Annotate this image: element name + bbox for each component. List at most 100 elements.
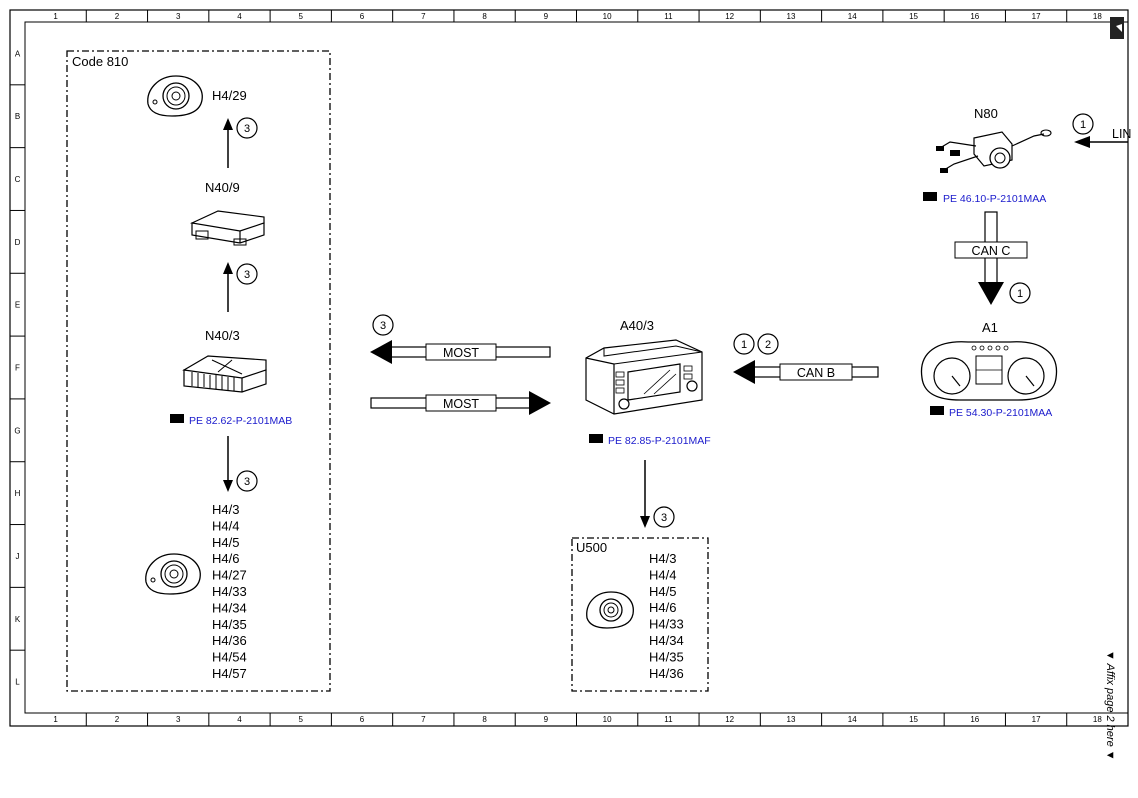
speaker-list-item: H4/4 bbox=[649, 567, 676, 582]
grid-column-label-top: 5 bbox=[299, 12, 304, 21]
speaker-list-item: H4/54 bbox=[212, 650, 247, 665]
grid-row-label: A bbox=[15, 49, 21, 58]
grid-column-label-top: 15 bbox=[909, 12, 918, 21]
svg-text:PE 82.62-P-2101MAB: PE 82.62-P-2101MAB bbox=[189, 415, 292, 427]
grid-column-label-bottom: 18 bbox=[1093, 715, 1102, 724]
a1-instrument-cluster-icon bbox=[920, 341, 1058, 401]
grid-column-label-top: 11 bbox=[664, 12, 673, 21]
svg-text:3: 3 bbox=[380, 320, 386, 332]
page-tab-marker bbox=[1110, 17, 1124, 39]
grid-column-label-bottom: 3 bbox=[176, 715, 181, 724]
arrowhead-u500 bbox=[640, 516, 650, 528]
grid-column-label-bottom: 1 bbox=[53, 715, 58, 724]
grid-column-label-top: 7 bbox=[421, 12, 426, 21]
grid-column-label-bottom: 6 bbox=[360, 715, 365, 724]
circle-number-h4-29: 3 bbox=[236, 117, 258, 139]
svg-text:3: 3 bbox=[244, 123, 250, 135]
grid-column-label-top: 16 bbox=[970, 12, 979, 21]
most-bus-incoming: MOST bbox=[370, 391, 551, 415]
reference-a40-3[interactable]: PE 82.85-P-2101MAF bbox=[589, 434, 711, 447]
circle-number-lin: 1 bbox=[1072, 113, 1094, 135]
grid-column-label-top: 1 bbox=[53, 12, 58, 21]
a1-label: A1 bbox=[982, 320, 998, 335]
reference-a1[interactable]: PE 54.30-P-2101MAA bbox=[930, 406, 1052, 419]
speaker-list-item: H4/33 bbox=[212, 584, 247, 599]
grid-column-label-top: 8 bbox=[482, 12, 487, 21]
grid-column-label-top: 10 bbox=[603, 12, 612, 21]
svg-text:CAN B: CAN B bbox=[797, 366, 835, 380]
pointing-hand-icon bbox=[930, 406, 944, 415]
svg-text:3: 3 bbox=[244, 476, 250, 488]
svg-text:PE 46.10-P-2101MAA: PE 46.10-P-2101MAA bbox=[943, 193, 1046, 205]
arrowhead-n40-9 bbox=[223, 262, 233, 274]
h4-29-label: H4/29 bbox=[212, 88, 247, 103]
reference-n80[interactable]: PE 46.10-P-2101MAA bbox=[923, 192, 1046, 205]
circle-number-can-c: 1 bbox=[1009, 282, 1031, 304]
grid-column-label-bottom: 13 bbox=[787, 715, 796, 724]
speaker-list-item: H4/3 bbox=[649, 551, 676, 566]
grid-column-label-top: 13 bbox=[787, 12, 796, 21]
svg-text:CAN C: CAN C bbox=[972, 244, 1011, 258]
circle-number-can-b-2: 2 bbox=[757, 333, 779, 355]
grid-column-label-bottom: 5 bbox=[299, 715, 304, 724]
grid-column-label-bottom: 17 bbox=[1032, 715, 1041, 724]
svg-text:2: 2 bbox=[765, 339, 771, 351]
grid-row-label: C bbox=[15, 175, 21, 184]
speaker-list-item: H4/6 bbox=[649, 600, 676, 615]
speaker-list-item: H4/34 bbox=[649, 633, 684, 648]
grid-column-label-top: 18 bbox=[1093, 12, 1102, 21]
can-b-bus: CAN B bbox=[733, 360, 879, 384]
grid-column-label-bottom: 16 bbox=[970, 715, 979, 724]
grid-ruler: 1122334455667788991010111112121313141415… bbox=[10, 10, 1102, 726]
n80-steering-column-module-icon bbox=[936, 129, 1052, 173]
circle-number-speakers: 3 bbox=[236, 470, 258, 492]
svg-text:PE 82.85-P-2101MAF: PE 82.85-P-2101MAF bbox=[608, 435, 711, 447]
speaker-list-item: H4/6 bbox=[212, 551, 239, 566]
pointing-hand-icon bbox=[589, 434, 603, 443]
speaker-list-item: H4/36 bbox=[649, 666, 684, 681]
speaker-list-item: H4/33 bbox=[649, 617, 684, 632]
svg-text:1: 1 bbox=[741, 339, 747, 351]
grid-row-label: L bbox=[15, 678, 20, 687]
svg-text:3: 3 bbox=[244, 269, 250, 281]
u500-title: U500 bbox=[576, 540, 607, 555]
circle-number-u500: 3 bbox=[653, 506, 675, 528]
grid-column-label-top: 14 bbox=[848, 12, 857, 21]
grid-column-label-bottom: 9 bbox=[544, 715, 549, 724]
speaker-u500-icon bbox=[586, 591, 634, 629]
n40-3-amplifier-icon bbox=[182, 355, 267, 393]
speaker-list-item: H4/35 bbox=[649, 649, 684, 664]
grid-column-label-bottom: 2 bbox=[115, 715, 120, 724]
code810-speaker-list: H4/3H4/4H4/5H4/6H4/27H4/33H4/34H4/35H4/3… bbox=[212, 502, 247, 681]
svg-text:MOST: MOST bbox=[443, 397, 479, 411]
grid-column-label-top: 6 bbox=[360, 12, 365, 21]
circle-number-n40-9: 3 bbox=[236, 263, 258, 285]
grid-row-label: F bbox=[15, 364, 20, 373]
affix-page-note-text: ▼ Affix page 2 here ▼ bbox=[1104, 650, 1116, 761]
code810-title: Code 810 bbox=[72, 54, 128, 69]
svg-text:3: 3 bbox=[661, 512, 667, 524]
speaker-list-item: H4/34 bbox=[212, 600, 247, 615]
a40-3-head-unit-icon bbox=[585, 339, 703, 415]
reference-n40-3[interactable]: PE 82.62-P-2101MAB bbox=[170, 414, 292, 427]
circle-number-most: 3 bbox=[372, 314, 394, 336]
grid-column-label-top: 2 bbox=[115, 12, 120, 21]
affix-page-note: ▼ Affix page 2 here ▼ bbox=[1104, 650, 1116, 761]
svg-text:1: 1 bbox=[1080, 119, 1086, 131]
grid-column-label-bottom: 4 bbox=[237, 715, 242, 724]
grid-row-label: G bbox=[14, 426, 20, 435]
grid-column-label-bottom: 14 bbox=[848, 715, 857, 724]
pointing-hand-icon bbox=[170, 414, 184, 423]
grid-column-label-bottom: 12 bbox=[725, 715, 734, 724]
speaker-list-item: H4/5 bbox=[649, 584, 676, 599]
can-c-bus: CAN C bbox=[954, 211, 1028, 305]
most-bus-outgoing: MOST bbox=[370, 340, 551, 364]
u500-group-box bbox=[571, 537, 709, 692]
n40-9-label: N40/9 bbox=[205, 180, 240, 195]
arrowhead-h4-29 bbox=[223, 118, 233, 130]
svg-text:PE 54.30-P-2101MAA: PE 54.30-P-2101MAA bbox=[949, 407, 1052, 419]
svg-text:1: 1 bbox=[1017, 288, 1023, 300]
n40-3-label: N40/3 bbox=[205, 328, 240, 343]
